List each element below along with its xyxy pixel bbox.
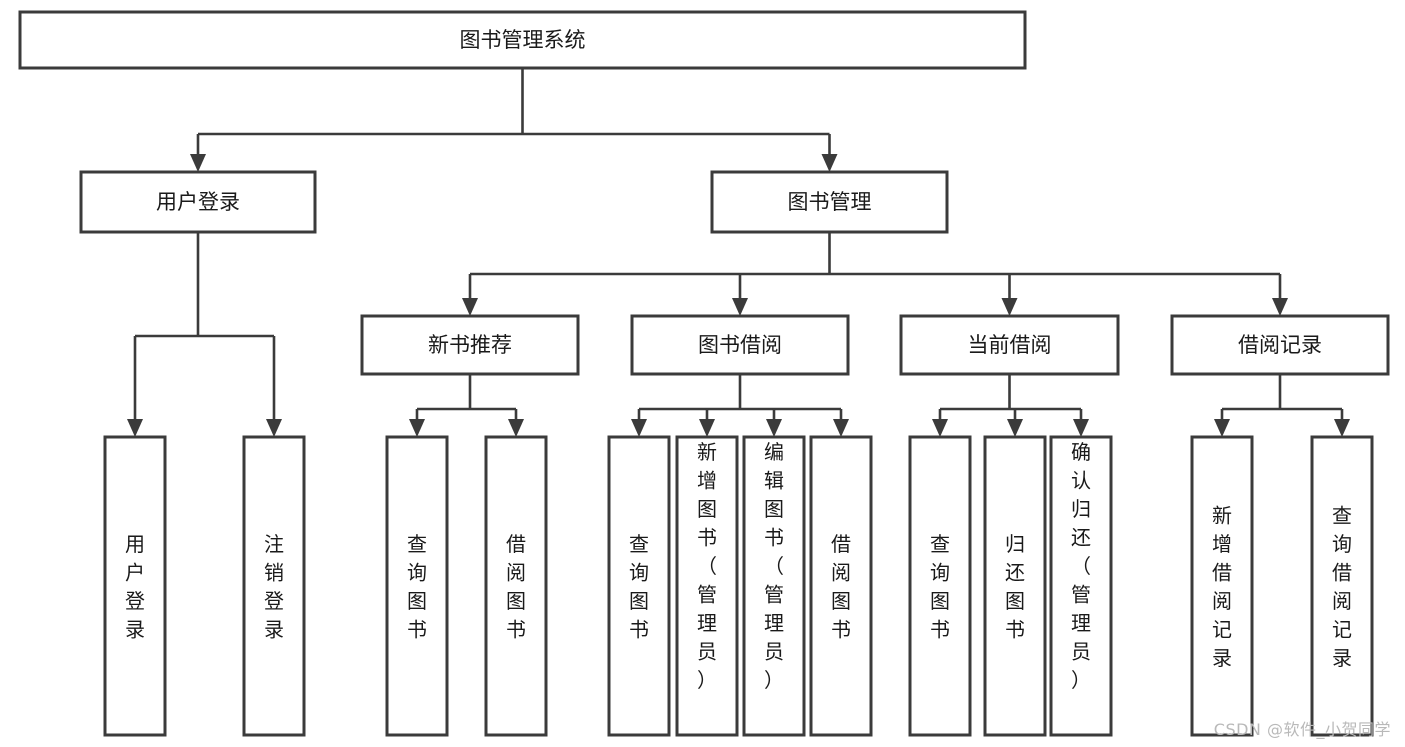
node-leaf-user-login[interactable]: 用户登录 [103,435,167,737]
node-label-borrow-record: 借阅记录 [1238,333,1322,357]
node-label-leaf-confirm-return: 确认归还（管理员） [1071,440,1091,692]
node-box-leaf-query-book-bor [607,435,671,737]
arrow-head-icon [190,154,206,172]
node-label-leaf-query-book-rec: 查询图书 [407,532,427,642]
arrow-head-icon [631,419,647,437]
arrow-head-icon [462,298,478,316]
node-leaf-borrow-book-bor[interactable]: 借阅图书 [809,435,873,737]
arrow-head-icon [1007,419,1023,437]
arrow-head-icon [1073,419,1089,437]
node-box-leaf-return-book [983,435,1047,737]
node-label-user-login: 用户登录 [156,190,240,214]
arrow-head-icon [699,419,715,437]
node-box-current-borrow [899,314,1120,376]
node-leaf-query-book-cur[interactable]: 查询图书 [908,435,972,737]
node-box-leaf-borrow-book-rec [484,435,548,737]
node-new-book-recommend[interactable]: 新书推荐 [360,314,580,376]
node-label-book-borrow: 图书借阅 [698,333,782,357]
watermark-text: CSDN @软件_小贺同学 [1213,720,1391,739]
node-leaf-add-book[interactable]: 新增图书（管理员） [675,435,739,737]
node-box-borrow-record [1170,314,1390,376]
node-box-leaf-query-record [1310,435,1374,737]
node-box-leaf-user-login [103,435,167,737]
node-box-user-login [79,170,317,234]
node-label-leaf-add-book: 新增图书（管理员） [697,440,717,692]
arrow-head-icon [1001,298,1018,316]
node-label-leaf-logout: 注销登录 [264,532,284,642]
arrow-head-icon [833,419,849,437]
arrow-head-icon [932,419,948,437]
node-leaf-confirm-return[interactable]: 确认归还（管理员） [1049,435,1113,737]
node-box-root [18,10,1027,70]
arrow-head-icon [1334,419,1350,437]
arrow-head-icon [266,419,282,437]
node-box-leaf-edit-book [742,435,806,737]
node-layer: 图书管理系统用户登录图书管理新书推荐图书借阅当前借阅借阅记录用户登录注销登录查询… [18,10,1390,737]
node-leaf-query-record[interactable]: 查询借阅记录 [1310,435,1374,737]
node-root[interactable]: 图书管理系统 [18,10,1027,70]
node-box-book-manage [710,170,949,234]
arrow-head-icon [127,419,143,437]
node-label-leaf-borrow-book-rec: 借阅图书 [506,532,526,642]
arrow-head-icon [1272,298,1288,316]
node-box-leaf-borrow-book-bor [809,435,873,737]
node-box-leaf-query-book-cur [908,435,972,737]
node-label-leaf-add-record: 新增借阅记录 [1212,504,1232,671]
node-box-leaf-add-record [1190,435,1254,737]
node-current-borrow[interactable]: 当前借阅 [899,314,1120,376]
node-user-login[interactable]: 用户登录 [79,170,317,234]
node-label-book-manage: 图书管理 [788,190,872,214]
node-label-new-book-recommend: 新书推荐 [428,333,512,357]
node-leaf-edit-book[interactable]: 编辑图书（管理员） [742,435,806,737]
node-leaf-borrow-book-rec[interactable]: 借阅图书 [484,435,548,737]
arrow-head-icon [766,419,782,437]
node-label-leaf-edit-book: 编辑图书（管理员） [764,440,784,692]
node-label-leaf-return-book: 归还图书 [1005,532,1025,642]
node-label-leaf-query-book-cur: 查询图书 [930,532,950,642]
node-box-leaf-add-book [675,435,739,737]
node-borrow-record[interactable]: 借阅记录 [1170,314,1390,376]
node-label-root: 图书管理系统 [460,28,586,52]
node-box-book-borrow [630,314,850,376]
node-label-leaf-user-login: 用户登录 [125,532,145,642]
node-box-leaf-logout [242,435,306,737]
node-box-leaf-confirm-return [1049,435,1113,737]
connector-layer [127,68,1350,437]
arrow-head-icon [409,419,425,437]
node-leaf-query-book-rec[interactable]: 查询图书 [385,435,449,737]
arrow-head-icon [1214,419,1230,437]
node-leaf-add-record[interactable]: 新增借阅记录 [1190,435,1254,737]
node-leaf-logout[interactable]: 注销登录 [242,435,306,737]
node-label-current-borrow: 当前借阅 [968,333,1052,357]
node-label-leaf-borrow-book-bor: 借阅图书 [831,532,851,642]
node-label-leaf-query-record: 查询借阅记录 [1332,504,1352,671]
node-book-manage[interactable]: 图书管理 [710,170,949,234]
arrow-head-icon [732,298,748,316]
arrow-head-icon [508,419,524,437]
node-leaf-return-book[interactable]: 归还图书 [983,435,1047,737]
arrow-head-icon [821,154,838,172]
node-book-borrow[interactable]: 图书借阅 [630,314,850,376]
node-leaf-query-book-bor[interactable]: 查询图书 [607,435,671,737]
node-label-leaf-query-book-bor: 查询图书 [629,532,649,642]
node-box-new-book-recommend [360,314,580,376]
node-box-leaf-query-book-rec [385,435,449,737]
